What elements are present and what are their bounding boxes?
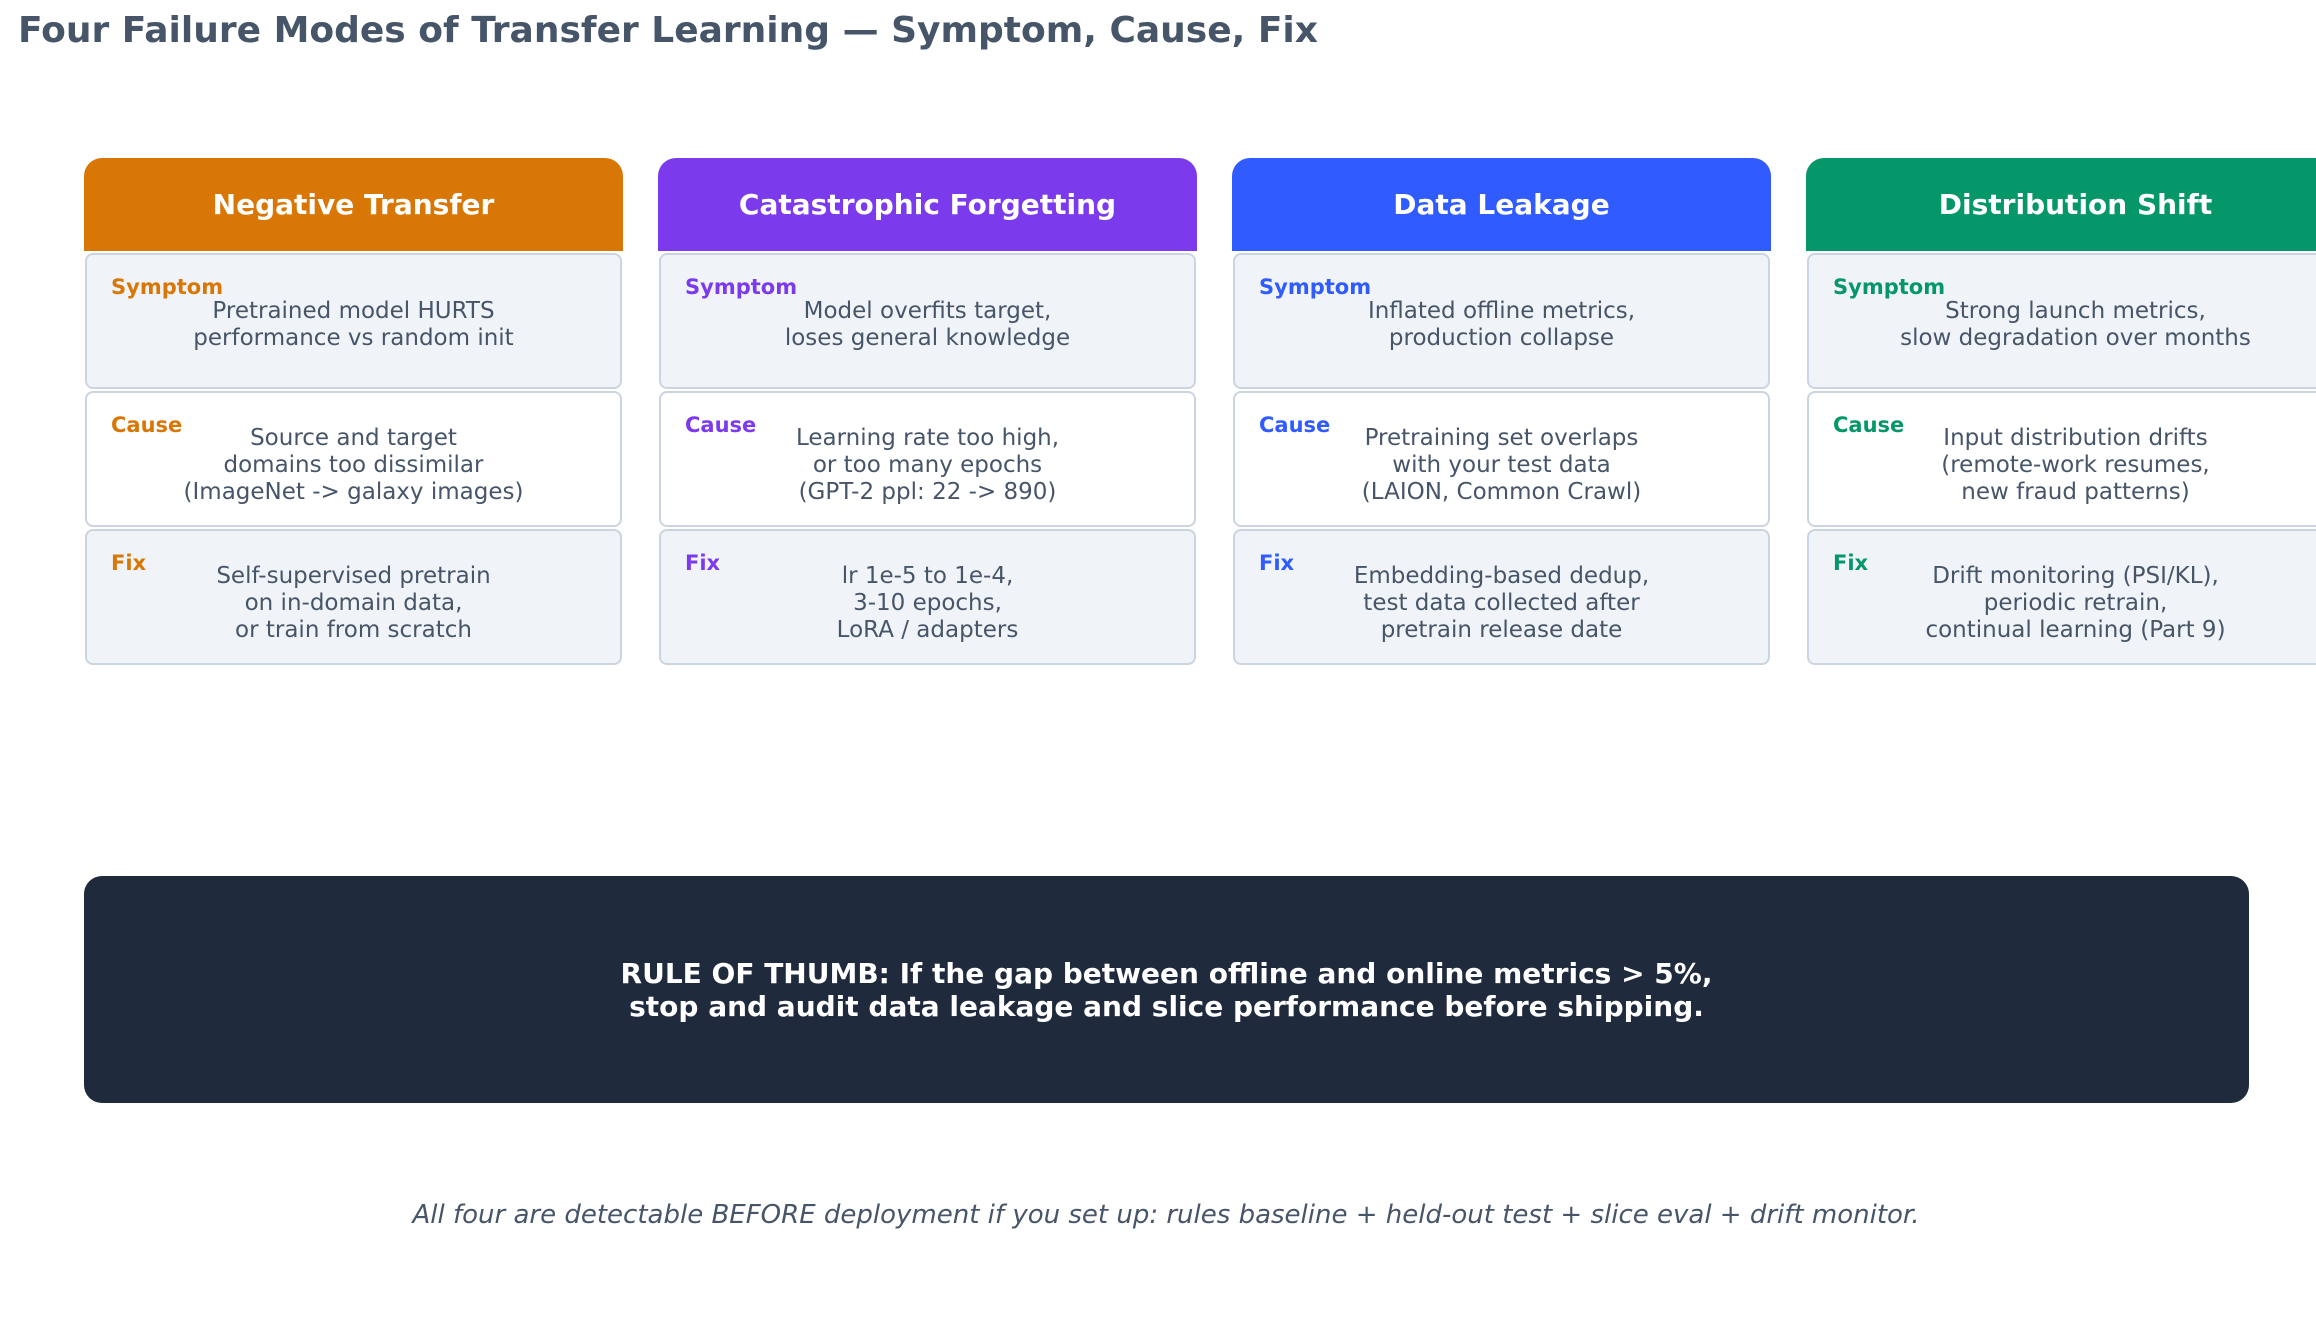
symptom-label: Symptom <box>111 275 224 299</box>
symptom-text: Pretrained model HURTS performance vs ra… <box>193 298 514 351</box>
cause-label: Cause <box>1833 413 1905 437</box>
symptom-text: Model overfits target, loses general kno… <box>784 298 1071 351</box>
symptom-cell: Symptom Strong launch metrics, slow degr… <box>1807 253 2316 389</box>
rule-of-thumb-text: RULE OF THUMB: If the gap between offlin… <box>620 956 1713 1023</box>
symptom-label: Symptom <box>685 275 798 299</box>
card-header: Catastrophic Forgetting <box>658 158 1197 251</box>
card-header: Distribution Shift <box>1806 158 2316 251</box>
rule-of-thumb-banner: RULE OF THUMB: If the gap between offlin… <box>84 876 2249 1103</box>
symptom-cell: Symptom Pretrained model HURTS performan… <box>85 253 622 389</box>
fix-cell: Fix lr 1e-5 to 1e-4, 3-10 epochs, LoRA /… <box>659 529 1196 665</box>
cause-text: Pretraining set overlaps with your test … <box>1361 425 1642 505</box>
fix-label: Fix <box>1833 551 1869 575</box>
cause-text: Learning rate too high, or too many epoc… <box>795 425 1060 505</box>
cause-label: Cause <box>111 413 183 437</box>
cause-label: Cause <box>685 413 757 437</box>
cause-cell: Cause Learning rate too high, or too man… <box>659 391 1196 527</box>
fix-text: Self-supervised pretrain on in-domain da… <box>216 563 491 643</box>
page-title: Four Failure Modes of Transfer Learning … <box>18 10 1318 51</box>
fix-text: Embedding-based dedup, test data collect… <box>1353 563 1650 643</box>
cause-cell: Cause Pretraining set overlaps with your… <box>1233 391 1770 527</box>
cause-text: Source and target domains too dissimilar… <box>183 425 524 505</box>
symptom-text: Inflated offline metrics, production col… <box>1367 298 1636 351</box>
cause-cell: Cause Input distribution drifts (remote-… <box>1807 391 2316 527</box>
fix-cell: Fix Drift monitoring (PSI/KL), periodic … <box>1807 529 2316 665</box>
cause-text: Input distribution drifts (remote-work r… <box>1941 425 2210 505</box>
card-header: Negative Transfer <box>84 158 623 251</box>
failure-mode-card-negative-transfer: Negative Transfer Symptom Pretrained mod… <box>84 158 623 665</box>
symptom-cell: Symptom Inflated offline metrics, produc… <box>1233 253 1770 389</box>
fix-label: Fix <box>685 551 721 575</box>
fix-cell: Fix Self-supervised pretrain on in-domai… <box>85 529 622 665</box>
cause-label: Cause <box>1259 413 1331 437</box>
symptom-label: Symptom <box>1833 275 1946 299</box>
cause-cell: Cause Source and target domains too diss… <box>85 391 622 527</box>
failure-mode-card-distribution-shift: Distribution Shift Symptom Strong launch… <box>1806 158 2316 665</box>
symptom-text: Strong launch metrics, slow degradation … <box>1900 298 2251 351</box>
fix-cell: Fix Embedding-based dedup, test data col… <box>1233 529 1770 665</box>
failure-mode-card-catastrophic-forgetting: Catastrophic Forgetting Symptom Model ov… <box>658 158 1197 665</box>
failure-mode-card-data-leakage: Data Leakage Symptom Inflated offline me… <box>1232 158 1771 665</box>
footer-note: All four are detectable BEFORE deploymen… <box>412 1200 1920 1230</box>
symptom-label: Symptom <box>1259 275 1372 299</box>
symptom-cell: Symptom Model overfits target, loses gen… <box>659 253 1196 389</box>
fix-text: lr 1e-5 to 1e-4, 3-10 epochs, LoRA / ada… <box>836 563 1019 643</box>
fix-label: Fix <box>111 551 147 575</box>
fix-label: Fix <box>1259 551 1295 575</box>
fix-text: Drift monitoring (PSI/KL), periodic retr… <box>1925 563 2226 643</box>
card-header: Data Leakage <box>1232 158 1771 251</box>
